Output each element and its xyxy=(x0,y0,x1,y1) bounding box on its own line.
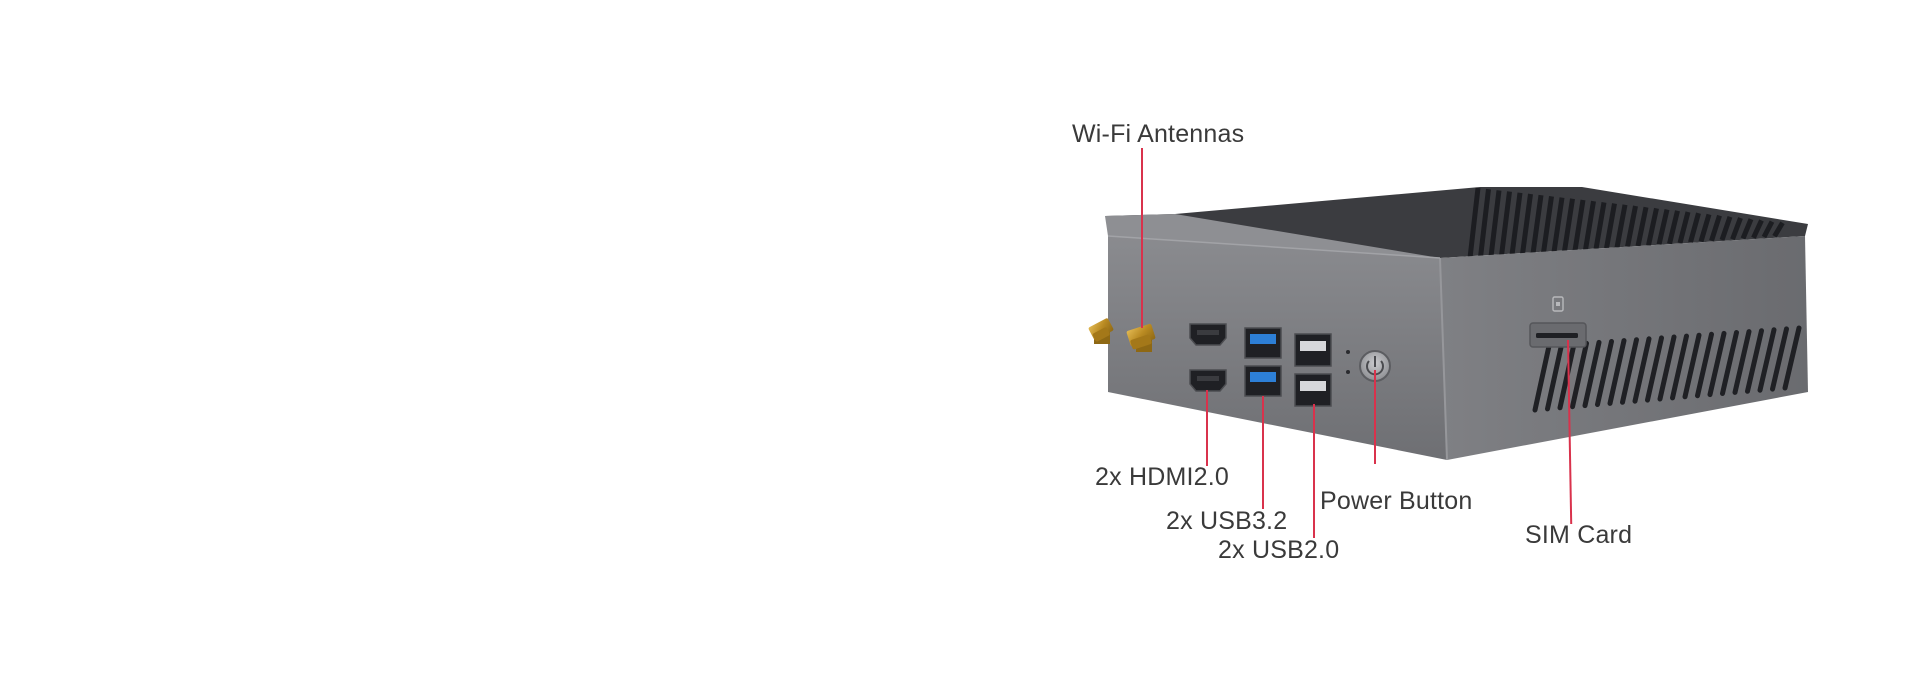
usb32-port-top xyxy=(1244,327,1282,359)
hdmi-port-bottom xyxy=(1189,369,1227,392)
side-vent-slot xyxy=(1632,336,1652,404)
heatsink-fin xyxy=(1478,188,1491,258)
heatsink-fin xyxy=(1499,191,1512,257)
label-sim-card: SIM Card xyxy=(1525,521,1633,549)
side-vent-slot xyxy=(1720,330,1739,396)
heatsink-fin xyxy=(1709,214,1722,242)
heatsink-fin xyxy=(1583,200,1596,251)
side-vent-slot xyxy=(1532,343,1552,413)
sim-card-icon xyxy=(1552,296,1564,312)
label-power-button: Power Button xyxy=(1320,487,1473,515)
heatsink-fin xyxy=(1646,207,1659,246)
heatsink-fin xyxy=(1688,212,1701,243)
heatsink-fin xyxy=(1509,192,1523,256)
heatsink-fins xyxy=(1467,187,1785,259)
side-vent-slot xyxy=(1745,328,1764,394)
leader-usb20 xyxy=(1313,404,1315,538)
hdmi-port-top xyxy=(1189,323,1227,346)
heatsink-fin xyxy=(1614,204,1628,248)
antenna-connector-right xyxy=(1126,323,1156,352)
heatsink-fin xyxy=(1635,206,1649,247)
heatsink-fin xyxy=(1656,209,1670,246)
heatsink-fin xyxy=(1551,197,1565,253)
leader-usb32 xyxy=(1262,396,1264,509)
side-vent-slot xyxy=(1557,341,1577,411)
side-vent-slot xyxy=(1682,332,1702,400)
side-vent-slot xyxy=(1757,327,1777,393)
leader-wifi xyxy=(1141,148,1143,328)
side-vent-slot xyxy=(1732,329,1752,395)
heatsink-fin xyxy=(1520,193,1533,255)
heatsink-fin xyxy=(1730,217,1743,241)
usb20-port-bottom xyxy=(1294,373,1332,407)
heatsink-fin xyxy=(1572,199,1586,251)
heatsink-fin xyxy=(1625,205,1638,248)
side-vent-slot xyxy=(1570,340,1589,410)
label-usb20: 2x USB2.0 xyxy=(1218,536,1340,564)
heatsink-fin xyxy=(1772,221,1785,238)
heatsink-fin xyxy=(1761,220,1775,239)
heatsink-fin xyxy=(1541,196,1554,254)
side-vents xyxy=(1532,325,1802,413)
leader-hdmi xyxy=(1206,390,1208,466)
side-vent-slot xyxy=(1770,326,1789,392)
heatsink-fin xyxy=(1562,198,1575,252)
heatsink-fin xyxy=(1667,210,1680,245)
side-vent-slot xyxy=(1595,339,1614,407)
side-vent-slot xyxy=(1645,335,1664,403)
side-vent-slot xyxy=(1607,338,1627,406)
label-hdmi: 2x HDMI2.0 xyxy=(1095,463,1229,491)
antenna-connector-left xyxy=(1088,318,1114,344)
label-usb32: 2x USB3.2 xyxy=(1166,507,1288,535)
side-vent-slot xyxy=(1545,342,1564,412)
heatsink-fin xyxy=(1530,194,1544,254)
usb20-port-top xyxy=(1294,333,1332,367)
heatsink-fin xyxy=(1593,201,1607,250)
side-vent-slot xyxy=(1695,331,1714,399)
leader-power xyxy=(1374,370,1376,464)
heatsink-fin xyxy=(1719,215,1733,241)
label-wifi-antennas: Wi-Fi Antennas xyxy=(1072,120,1245,148)
side-vent-slot xyxy=(1782,325,1802,391)
heatsink-fin xyxy=(1604,203,1617,249)
heatsink-fin xyxy=(1698,213,1712,243)
side-vent-slot xyxy=(1707,330,1727,398)
heatsink-fin xyxy=(1488,190,1502,257)
usb32-port-bottom xyxy=(1244,365,1282,397)
heatsink-fin xyxy=(1677,211,1691,244)
side-vent-slot xyxy=(1670,333,1689,401)
heatsink-fin xyxy=(1751,219,1764,239)
side-vent-slot xyxy=(1582,339,1602,409)
side-vent-slot xyxy=(1657,334,1677,402)
heatsink-fin xyxy=(1740,218,1754,240)
side-vent-slot xyxy=(1620,337,1639,405)
top-bezel xyxy=(1105,214,1440,258)
heatsink-fin xyxy=(1467,187,1481,259)
